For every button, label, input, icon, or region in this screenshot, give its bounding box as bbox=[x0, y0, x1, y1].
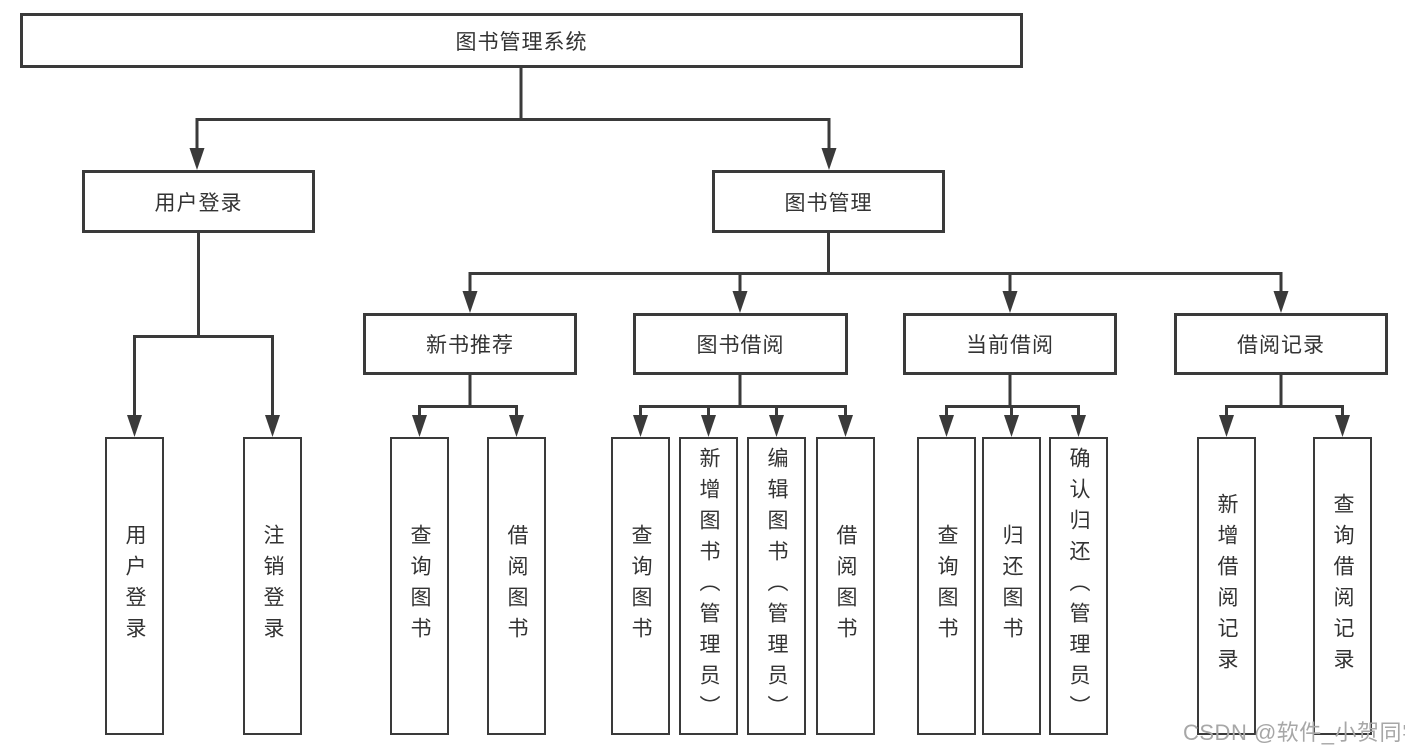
leaf-query-books-current: 查询图书 bbox=[917, 437, 976, 735]
arrow-down-icon bbox=[1004, 415, 1019, 437]
node-current-borrowing: 当前借阅 bbox=[903, 313, 1117, 375]
leaf-label: 查询图书 bbox=[408, 524, 431, 648]
arrow-down-icon bbox=[1219, 415, 1234, 437]
leaf-edit-books-admin: 编辑图书（管理员） bbox=[747, 437, 806, 735]
leaf-query-borrow-record: 查询借阅记录 bbox=[1313, 437, 1372, 735]
leaf-label: 借阅图书 bbox=[505, 524, 528, 648]
node-library-management-system: 图书管理系统 bbox=[20, 13, 1023, 68]
arrow-down-icon bbox=[939, 415, 954, 437]
node-label: 图书管理 bbox=[784, 191, 873, 215]
leaf-add-borrow-record: 新增借阅记录 bbox=[1197, 437, 1256, 735]
leaf-confirm-return-admin: 确认归还（管理员） bbox=[1049, 437, 1108, 735]
leaf-query-books-borrowing: 查询图书 bbox=[611, 437, 670, 735]
node-label: 图书管理系统 bbox=[455, 30, 588, 54]
leaf-label: 新增借阅记录 bbox=[1215, 493, 1238, 679]
leaf-label: 查询图书 bbox=[935, 524, 958, 648]
arrow-down-icon bbox=[1071, 415, 1086, 437]
arrow-down-icon bbox=[189, 148, 205, 170]
arrow-down-icon bbox=[412, 415, 427, 437]
arrow-down-icon bbox=[633, 415, 648, 437]
leaf-label: 查询借阅记录 bbox=[1331, 493, 1354, 679]
arrow-down-icon bbox=[701, 415, 716, 437]
arrow-down-icon bbox=[509, 415, 524, 437]
node-new-book-recommend: 新书推荐 bbox=[363, 313, 577, 375]
arrow-down-icon bbox=[127, 415, 142, 437]
node-borrowing-records: 借阅记录 bbox=[1174, 313, 1388, 375]
leaf-return-books: 归还图书 bbox=[982, 437, 1041, 735]
leaf-label: 归还图书 bbox=[1000, 524, 1023, 648]
arrow-down-icon bbox=[1002, 291, 1018, 313]
node-label: 当前借阅 bbox=[966, 334, 1054, 357]
arrow-down-icon bbox=[265, 415, 280, 437]
arrow-down-icon bbox=[769, 415, 784, 437]
leaf-label: 确认归还（管理员） bbox=[1067, 446, 1090, 726]
arrow-down-icon bbox=[462, 291, 478, 313]
arrow-down-icon bbox=[732, 291, 748, 313]
arrow-down-icon bbox=[1335, 415, 1350, 437]
leaf-logout: 注销登录 bbox=[243, 437, 302, 735]
arrow-down-icon bbox=[1273, 291, 1289, 313]
leaf-label: 编辑图书（管理员） bbox=[765, 446, 788, 726]
leaf-label: 借阅图书 bbox=[834, 524, 857, 648]
leaf-label: 用户登录 bbox=[123, 524, 146, 648]
leaf-borrow-books-recommend: 借阅图书 bbox=[487, 437, 546, 735]
leaf-label: 新增图书（管理员） bbox=[697, 446, 720, 726]
node-book-borrowing: 图书借阅 bbox=[633, 313, 848, 375]
leaf-user-login: 用户登录 bbox=[105, 437, 164, 735]
leaf-label: 注销登录 bbox=[261, 524, 284, 648]
arrow-down-icon bbox=[821, 148, 837, 170]
leaf-label: 查询图书 bbox=[629, 524, 652, 648]
node-user-login: 用户登录 bbox=[82, 170, 315, 233]
leaf-query-books-recommend: 查询图书 bbox=[390, 437, 449, 735]
node-label: 借阅记录 bbox=[1237, 334, 1325, 357]
node-book-management: 图书管理 bbox=[712, 170, 945, 233]
csdn-watermark: CSDN @软件_小贺同学 bbox=[1183, 720, 1405, 745]
arrow-down-icon bbox=[838, 415, 853, 437]
node-label: 用户登录 bbox=[154, 191, 243, 215]
leaf-add-books-admin: 新增图书（管理员） bbox=[679, 437, 738, 735]
node-label: 图书借阅 bbox=[696, 334, 785, 357]
node-label: 新书推荐 bbox=[426, 334, 514, 357]
leaf-borrow-books-borrowing: 借阅图书 bbox=[816, 437, 875, 735]
